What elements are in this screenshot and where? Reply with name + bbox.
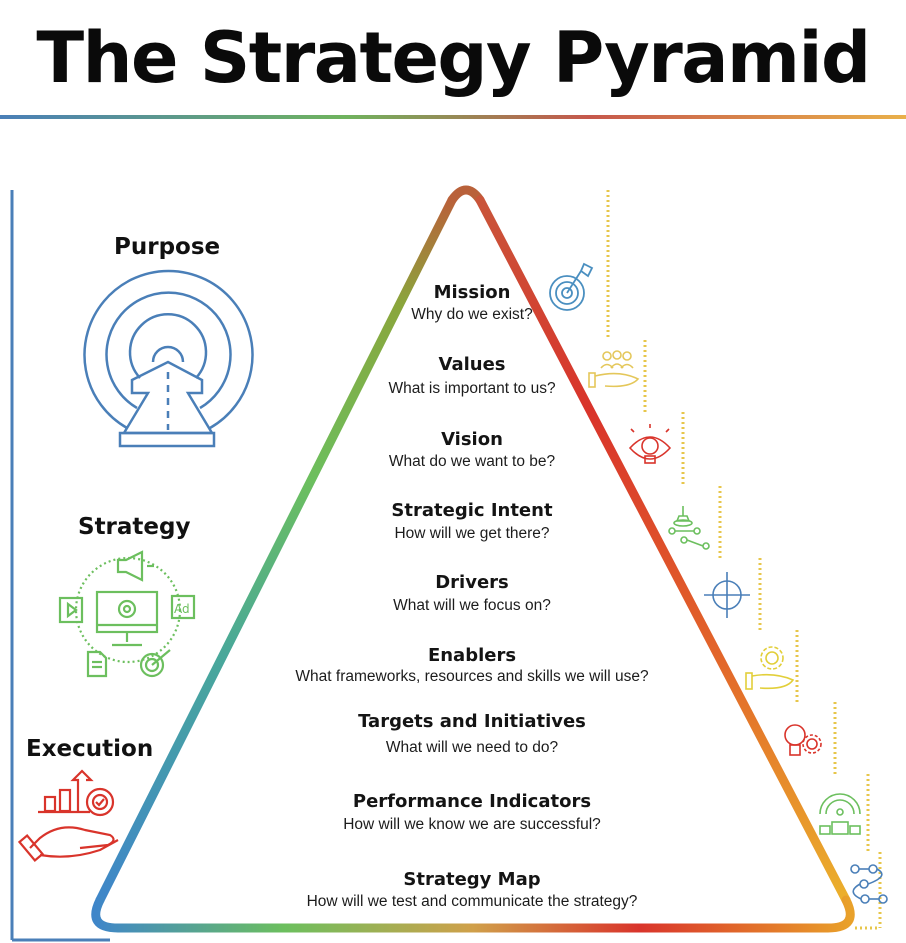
layer-question-values: What is important to us? xyxy=(388,380,556,397)
eye-lightbulb-icon xyxy=(628,424,672,464)
icon-step-boxes xyxy=(606,190,882,930)
section-frame xyxy=(10,188,466,942)
road-to-target-icon xyxy=(83,269,254,448)
layer-question-vision: What do we want to be? xyxy=(388,453,556,470)
layer-title-targets-initiatives: Targets and Initiatives xyxy=(358,711,586,732)
roadmap-path-icon xyxy=(850,864,888,904)
layer-question-mission: Why do we exist? xyxy=(411,306,533,323)
gauge-podium-icon xyxy=(819,793,861,835)
layer-question-performance-indicators: How will we know we are successful? xyxy=(343,816,601,833)
layer-title-performance-indicators: Performance Indicators xyxy=(352,791,592,812)
chess-network-icon xyxy=(668,506,710,550)
page-title: The Strategy Pyramid xyxy=(36,17,871,99)
pyramid-outline xyxy=(91,185,855,933)
layer-title-drivers: Drivers xyxy=(435,572,509,593)
layer-question-targets-initiatives: What will we need to do? xyxy=(385,739,559,756)
money-gear-hand-icon xyxy=(745,646,795,690)
growth-in-hand-icon xyxy=(17,769,119,862)
svg-text:Ad: Ad xyxy=(174,602,190,616)
idea-money-gear-icon xyxy=(784,724,822,756)
section-label-strategy: Strategy xyxy=(78,514,191,540)
section-label-execution: Execution xyxy=(26,736,154,762)
layer-title-mission: Mission xyxy=(433,282,511,303)
marketing-cycle-icon: Ad xyxy=(58,550,196,678)
layer-title-strategic-intent: Strategic Intent xyxy=(391,500,553,521)
layer-title-enablers: Enablers xyxy=(427,645,517,666)
crosshair-icon xyxy=(704,572,750,618)
layer-question-enablers: What frameworks, resources and skills we… xyxy=(295,668,649,685)
layer-question-strategy-map: How will we test and communicate the str… xyxy=(306,893,638,910)
layer-question-drivers: What will we focus on? xyxy=(393,597,551,614)
section-label-purpose: Purpose xyxy=(114,234,221,260)
team-in-hand-icon xyxy=(588,350,640,388)
layer-title-vision: Vision xyxy=(441,429,503,450)
layer-question-strategic-intent: How will we get there? xyxy=(394,525,550,542)
target-flag-icon xyxy=(549,262,594,311)
title-divider xyxy=(0,115,906,119)
layer-title-values: Values xyxy=(438,354,506,375)
layer-title-strategy-map: Strategy Map xyxy=(403,869,541,890)
